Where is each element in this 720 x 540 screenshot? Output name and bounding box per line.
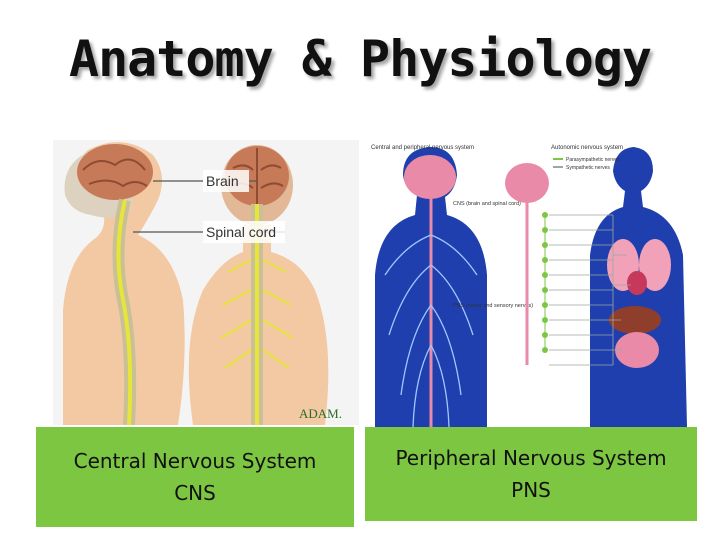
label-cns: CNS (brain and spinal cord): [453, 201, 521, 207]
pns-caption-abbrev: PNS: [511, 478, 551, 502]
heading-autonomic: Autonomic nervous system: [551, 145, 623, 151]
organ-heart: [627, 271, 647, 295]
organ-intestines: [615, 332, 659, 368]
pns-brain: [404, 155, 456, 199]
label-pns: PNS (motor and sensory nerves): [453, 303, 533, 309]
label-brain: Brain: [206, 173, 239, 189]
cns-illustration: Brain Spinal cord ADAM.: [53, 140, 359, 425]
label-spinal-cord: Spinal cord: [206, 224, 276, 240]
organ-liver: [609, 306, 661, 334]
legend-parasympathetic: Parasympathetic nerves: [566, 157, 620, 163]
cns-figure-drawing: Brain Spinal cord ADAM.: [63, 142, 342, 425]
slide-title: Anatomy & Physiology: [68, 30, 652, 88]
cns-caption-abbrev: CNS: [174, 481, 216, 505]
pns-caption-title: Peripheral Nervous System: [395, 446, 667, 470]
organ-lung-right: [639, 239, 671, 291]
autonomic-brain: [505, 163, 549, 203]
legend-sympathetic: Sympathetic nerves: [566, 165, 610, 171]
pns-caption-box: Peripheral Nervous System PNS: [365, 427, 697, 521]
pns-illustration: Central and peripheral nervous system CN…: [365, 135, 697, 427]
adam-logo: ADAM.: [299, 406, 342, 421]
side-brain: [77, 144, 153, 200]
heading-central-peripheral: Central and peripheral nervous system: [371, 145, 474, 151]
cns-caption-box: Central Nervous System CNS: [36, 427, 354, 527]
cns-caption-title: Central Nervous System: [73, 449, 317, 473]
sympathetic-chain: [542, 212, 548, 353]
pns-figure-drawing: Central and peripheral nervous system CN…: [371, 145, 687, 427]
